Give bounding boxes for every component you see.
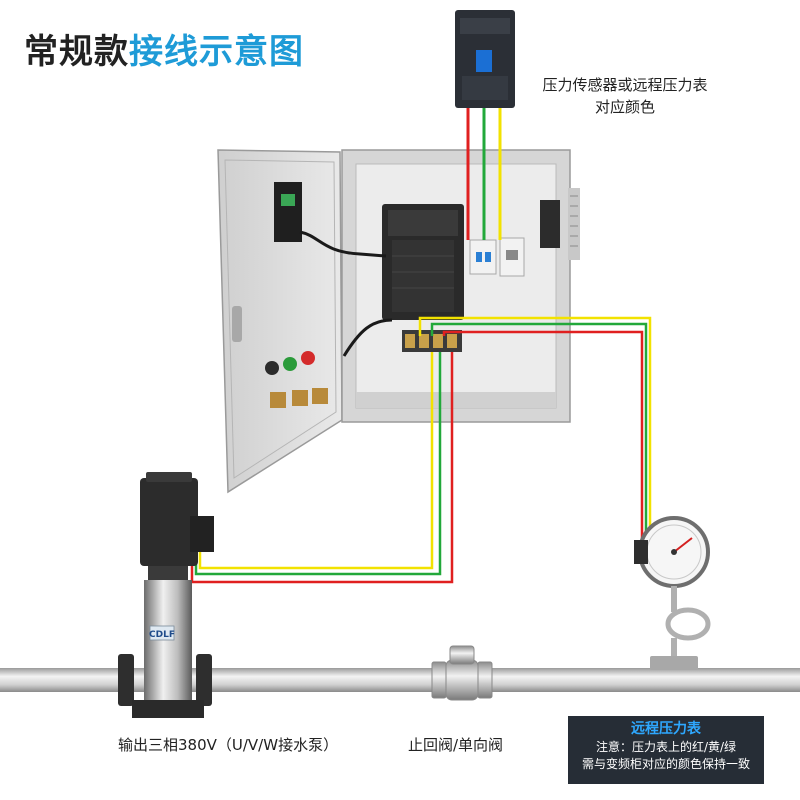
check-valve: [431, 645, 493, 701]
selector-switches: [270, 388, 328, 408]
sensor-label: 压力传感器或远程压力表 对应颜色: [530, 74, 720, 118]
breaker-module: [455, 10, 515, 108]
page-title: 常规款接线示意图: [24, 24, 304, 73]
note-heading: 远程压力表: [631, 721, 701, 737]
sensor-label-line1: 压力传感器或远程压力表: [542, 76, 708, 94]
pump-nameplate: CDLF: [149, 630, 175, 640]
remote-gauge-note: 远程压力表 注意：压力表上的红/黄/绿 需与变频柜对应的颜色保持一致: [568, 716, 764, 784]
terminal-block: [402, 330, 462, 352]
sensor-wires: [466, 108, 502, 240]
title-part-regular: 常规款: [24, 32, 129, 72]
door-handle: [232, 306, 242, 342]
control-display: [274, 182, 302, 242]
sensor-label-line2: 对应颜色: [594, 98, 655, 116]
note-line2: 需与变频柜对应的颜色保持一致: [581, 757, 750, 771]
valve-label: 止回阀/单向阀: [408, 736, 504, 754]
side-vent: [568, 188, 580, 260]
gauge-wires: [418, 316, 652, 540]
pressure-gauge: [634, 516, 711, 670]
control-cabinet: [217, 149, 580, 494]
title-part-accent: 接线示意图: [129, 32, 304, 72]
cooling-fan: [540, 200, 560, 248]
water-pump: CDLF: [118, 472, 214, 718]
indicator-lights: [265, 351, 315, 375]
frequency-inverter: [382, 204, 464, 320]
pump-label: 输出三相380V（U/V/W接水泵）: [118, 736, 339, 754]
circuit-breakers: [469, 237, 525, 277]
note-line1: 注意：压力表上的红/黄/绿: [595, 740, 737, 754]
